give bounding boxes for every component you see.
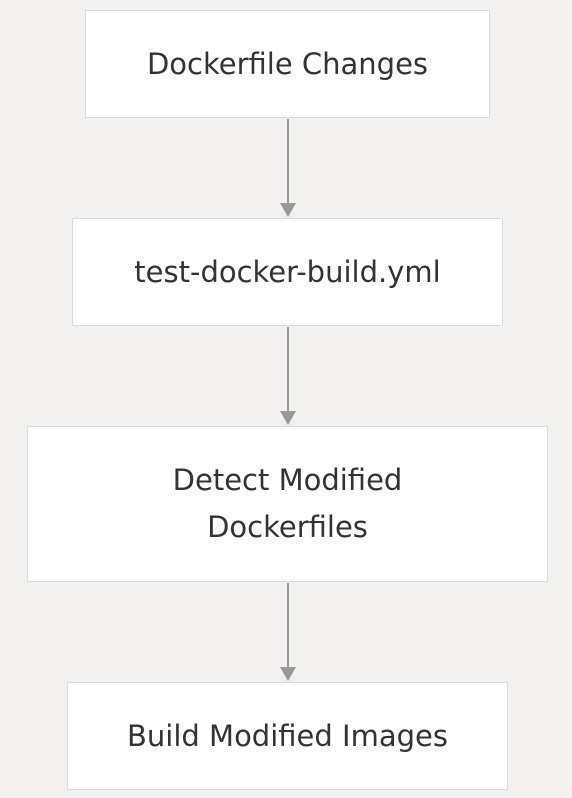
node-label: test-docker-build.yml — [134, 254, 441, 289]
edge-test-docker-build-to-detect-modified — [280, 327, 296, 425]
node-label-line-2: Dockerfiles — [207, 510, 368, 544]
arrowhead-icon — [280, 667, 296, 681]
edge-dockerfile-changes-to-test-docker-build — [280, 119, 296, 217]
node-dockerfile-changes: Dockerfile Changes — [85, 10, 490, 118]
node-detect-modified-dockerfiles: Detect Modified Dockerfiles — [27, 426, 548, 582]
node-label: Dockerfile Changes — [146, 46, 429, 81]
node-test-docker-build: test-docker-build.yml — [72, 218, 503, 326]
edge-detect-modified-to-build-modified — [280, 583, 296, 681]
arrowhead-icon — [280, 203, 296, 217]
node-label: Build Modified Images — [127, 718, 448, 753]
arrowhead-icon — [280, 411, 296, 425]
node-label-line-1: Detect Modified — [172, 463, 403, 497]
node-build-modified-images: Build Modified Images — [67, 682, 508, 790]
